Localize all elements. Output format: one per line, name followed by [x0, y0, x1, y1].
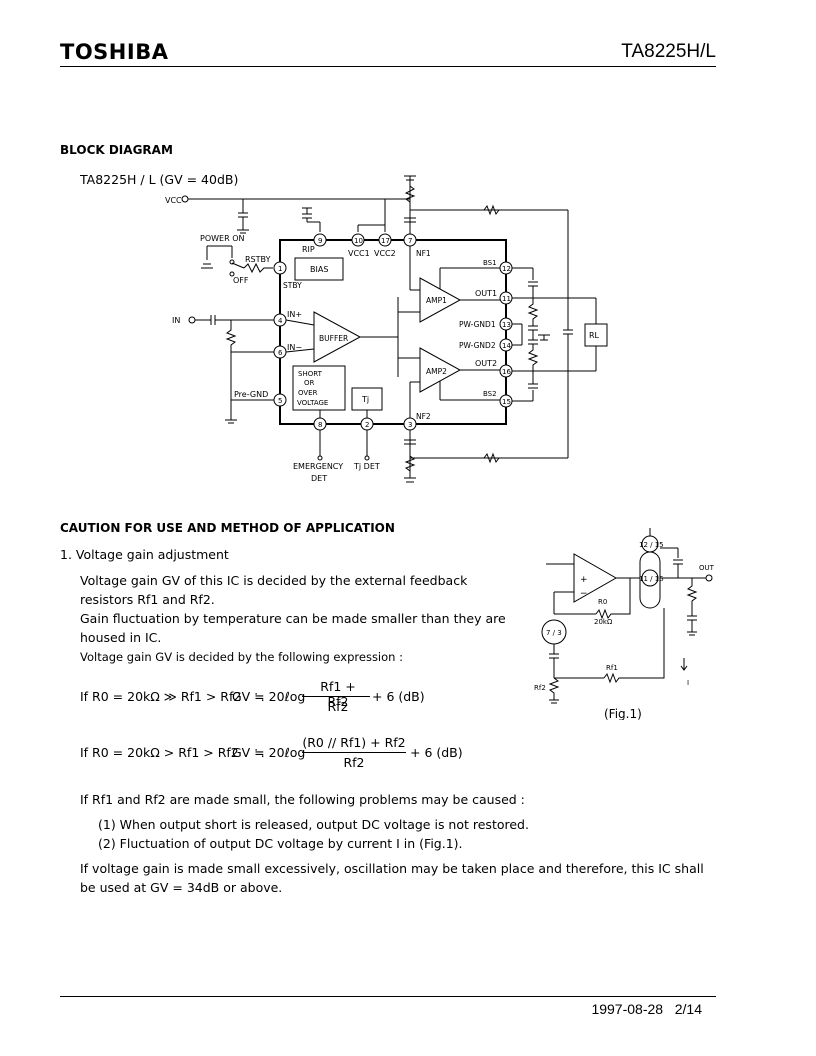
paragraph-5-line-1: If voltage gain is made small excessivel…: [80, 861, 704, 876]
pre-gnd-label: Pre-GND: [234, 390, 268, 399]
nf2-label: NF2: [416, 412, 431, 421]
or-label: OR: [304, 379, 315, 387]
pin-6: 6: [278, 349, 283, 357]
out1-label: OUT1: [475, 289, 497, 298]
pin-17: 17: [381, 237, 390, 245]
pin-11: 11: [502, 295, 511, 303]
emergency-label: EMERGENCY: [293, 462, 343, 471]
svg-text:−: −: [580, 589, 588, 599]
in-minus-label: IN−: [287, 343, 302, 352]
pin-10: 10: [354, 237, 363, 245]
caution-heading: CAUTION FOR USE AND METHOD OF APPLICATIO…: [60, 521, 395, 535]
fig1-pin-right: 11 / 16: [639, 575, 664, 583]
pin-15: 15: [502, 398, 511, 406]
pin-8: 8: [318, 421, 322, 429]
pin-2: 2: [365, 421, 369, 429]
pin-5: 5: [278, 397, 282, 405]
paragraph-2-line-1: Gain fluctuation by temperature can be m…: [80, 611, 506, 626]
equation-2-fraction-bar: [302, 752, 406, 753]
footer: 1997-08-28 2/14: [591, 1001, 702, 1017]
pin-9: 9: [318, 237, 322, 245]
tj-box-label: Tj: [361, 395, 369, 404]
ic-body: [279, 239, 507, 425]
pin-7: 7: [408, 237, 412, 245]
block-diagram-heading: BLOCK DIAGRAM: [60, 143, 173, 157]
pw-gnd1-label: PW-GND1: [459, 320, 496, 329]
rl-label: RL: [589, 331, 600, 340]
pin-4: 4: [278, 317, 283, 325]
det-label: DET: [311, 474, 327, 483]
fig1-current-label: I: [687, 679, 689, 687]
equation-2-condition: If R0 = 20kΩ > Rf1 > Rf2: [80, 745, 239, 760]
rip-label: RIP: [302, 245, 315, 254]
fig1-r0-value: 20kΩ: [594, 618, 613, 626]
pin-12: 12: [502, 265, 511, 273]
equation-1-lhs: GV ≒ 20ℓog: [232, 689, 306, 704]
part-number: TA8225H/L: [621, 41, 716, 62]
short-label: SHORT: [298, 370, 323, 378]
block-diagram: VCC POWER ON OFF RSTBY IN Pre-GND BIAS R…: [165, 175, 608, 483]
fig1-pin-left: 7 / 3: [546, 629, 562, 637]
fig1-out-label: OUT: [699, 564, 715, 572]
power-on-label: POWER ON: [200, 234, 244, 243]
equation-2-numerator: (R0 // Rf1) + Rf2: [302, 735, 406, 750]
equation-2-lhs: GV ≒ 20ℓog: [232, 745, 306, 760]
in-label: IN: [172, 316, 180, 325]
equation-1-denominator: Rf2: [327, 699, 349, 714]
paragraph-1-line-1: Voltage gain GV of this IC is decided by…: [80, 573, 468, 588]
equation-2-denominator: Rf2: [343, 755, 365, 770]
paragraph-5-line-2: be used at GV = 34dB or above.: [80, 880, 283, 895]
stby-label: STBY: [283, 281, 302, 290]
pin-14: 14: [502, 342, 511, 350]
item-title: 1. Voltage gain adjustment: [60, 547, 229, 562]
fig1-r0-label: R0: [598, 598, 607, 606]
buffer-label: BUFFER: [319, 334, 348, 343]
amp2-label: AMP2: [426, 367, 447, 376]
out2-label: OUT2: [475, 359, 497, 368]
bs1-label: BS1: [483, 259, 497, 267]
problem-2: (2) Fluctuation of output DC voltage by …: [98, 836, 463, 851]
in-plus-label: IN+: [287, 310, 302, 319]
header-rule: [60, 66, 716, 67]
paragraph-1-line-2: resistors Rf1 and Rf2.: [80, 592, 215, 607]
equation-1-tail: + 6 (dB): [372, 689, 425, 704]
voltage-label: VOLTAGE: [297, 399, 328, 407]
equation-1-fraction-bar: [302, 696, 370, 697]
rstby-label: RSTBY: [245, 255, 271, 264]
equation-1-numerator: Rf1 + Rf2: [320, 679, 356, 709]
brand-logo: TOSHIBA: [60, 40, 169, 64]
vcc-label: VCC: [165, 196, 182, 205]
problem-1: (1) When output short is released, outpu…: [98, 817, 529, 832]
fig1-caption: (Fig.1): [604, 707, 642, 720]
vcc2-label: VCC2: [374, 249, 396, 258]
footer-page: 2/14: [674, 1001, 702, 1017]
footer-rule: [60, 996, 716, 997]
off-label: OFF: [233, 276, 249, 285]
pin-16: 16: [502, 368, 511, 376]
fig1-pin-top: 12 / 15: [639, 541, 664, 549]
equation-2-tail: + 6 (dB): [410, 745, 463, 760]
fig1-rf2-label: Rf2: [534, 684, 546, 692]
tj-det-label: Tj DET: [353, 462, 380, 471]
amp1-label: AMP1: [426, 296, 447, 305]
pin-13: 13: [502, 321, 511, 329]
figure-1: 12 / 15 11 / 16 7 / 3 OUT R0 20kΩ Rf1 Rf…: [534, 528, 715, 720]
pin-3: 3: [408, 421, 412, 429]
footer-date: 1997-08-28: [591, 1001, 664, 1017]
over-label: OVER: [298, 389, 318, 397]
bs2-label: BS2: [483, 390, 497, 398]
vcc1-label: VCC1: [348, 249, 370, 258]
paragraph-2-line-2: housed in IC.: [80, 630, 162, 645]
bias-label: BIAS: [310, 265, 328, 274]
block-diagram-subtitle: TA8225H / L (GV = 40dB): [80, 172, 239, 187]
paragraph-3: Voltage gain GV is decided by the follow…: [80, 650, 403, 664]
pw-gnd2-label: PW-GND2: [459, 341, 496, 350]
fig1-rf1-label: Rf1: [606, 664, 618, 672]
svg-text:+: +: [580, 575, 588, 585]
pin-1: 1: [278, 265, 282, 273]
paragraph-4: If Rf1 and Rf2 are made small, the follo…: [80, 792, 525, 807]
equation-1-condition: If R0 = 20kΩ ≫ Rf1 > Rf2: [80, 689, 242, 704]
nf1-label: NF1: [416, 249, 431, 258]
